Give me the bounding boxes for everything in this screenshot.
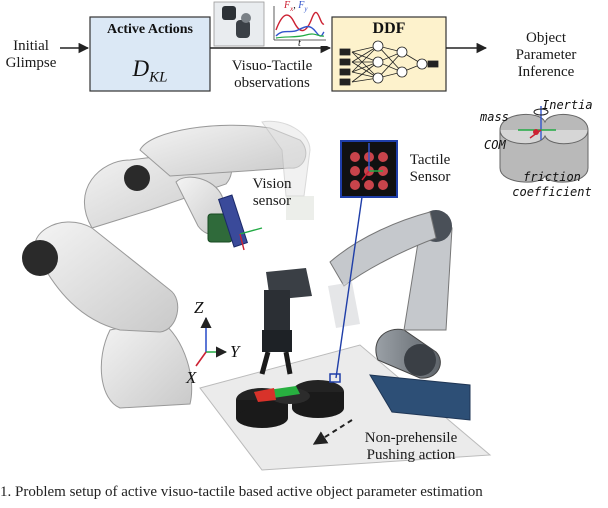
friction-line1: friction xyxy=(523,170,581,184)
tactile-contact-marker xyxy=(329,373,341,383)
observations-line1: Visuo-Tactile xyxy=(231,58,313,74)
legend-fy: F xyxy=(298,0,305,11)
fx-curve xyxy=(275,11,325,32)
observation-photo xyxy=(213,1,265,47)
observations-label: Visuo-Tactile observations xyxy=(212,58,332,92)
axis-x-label: X xyxy=(186,368,197,387)
legend-fy-sub: y xyxy=(304,5,308,13)
ur-robot xyxy=(259,210,453,379)
active-actions-box xyxy=(89,16,211,92)
inertia-label: Inertia xyxy=(542,98,593,112)
vision-sensor-label: Vision sensor xyxy=(244,176,300,210)
axis-z-label: Z xyxy=(194,298,204,317)
inference-line1: Object xyxy=(526,30,566,46)
friction-line2: coefficient xyxy=(512,185,592,199)
initial-glimpse-line1: Initial xyxy=(13,38,49,54)
active-actions-title: Active Actions xyxy=(107,22,193,37)
neural-network-icon xyxy=(339,40,439,86)
axis-y-label: Y xyxy=(230,342,240,361)
tactile-pointer-line xyxy=(335,196,363,379)
com-label: COM xyxy=(484,138,506,152)
pushing-line2: Pushing action xyxy=(366,447,456,463)
inference-line2: Parameter xyxy=(515,47,577,63)
force-plot xyxy=(268,2,328,46)
legend-fx-sub: x xyxy=(290,5,294,13)
ur-base-plate xyxy=(369,374,471,421)
pushed-objects xyxy=(236,380,344,428)
vision-line1: Vision xyxy=(252,176,292,192)
plot-legend: Fx, Fy xyxy=(284,0,307,13)
tactile-line2: Sensor xyxy=(409,169,451,185)
inference-label: Object Parameter Inference xyxy=(484,30,608,81)
world-axes xyxy=(195,316,228,367)
pushing-line1: Non-prehensile xyxy=(364,430,458,446)
tactile-sensor-inset xyxy=(340,140,398,198)
tactile-line1: Tactile xyxy=(409,152,451,168)
friction-label: friction coefficient xyxy=(496,170,608,200)
franka-robot xyxy=(22,120,314,409)
pushing-label: Non-prehensile Pushing action xyxy=(346,430,476,464)
observations-line2: observations xyxy=(234,75,310,91)
dkl-formula: DKL xyxy=(90,56,210,87)
legend-fx: F xyxy=(284,0,291,11)
ddf-box xyxy=(331,16,447,92)
object-shape xyxy=(499,106,589,183)
table-surface xyxy=(199,344,492,471)
tactile-sensor-label: Tactile Sensor xyxy=(400,152,460,186)
figure-caption: 1. Problem setup of active visuo-tactile… xyxy=(0,484,483,500)
inference-line3: Inference xyxy=(517,64,575,80)
fz-curve xyxy=(275,33,325,39)
plot-axis-t: t xyxy=(298,38,301,49)
ddf-title: DDF xyxy=(372,20,406,37)
mass-label: mass xyxy=(480,110,509,124)
legend-separator: , xyxy=(293,0,299,11)
initial-glimpse-label: Initial Glimpse xyxy=(0,38,62,72)
initial-glimpse-line2: Glimpse xyxy=(5,55,57,71)
dkl-symbol: D xyxy=(132,56,150,81)
push-direction-arrow xyxy=(312,419,353,445)
dkl-subscript: KL xyxy=(149,69,168,86)
vision-line2: sensor xyxy=(252,193,292,209)
